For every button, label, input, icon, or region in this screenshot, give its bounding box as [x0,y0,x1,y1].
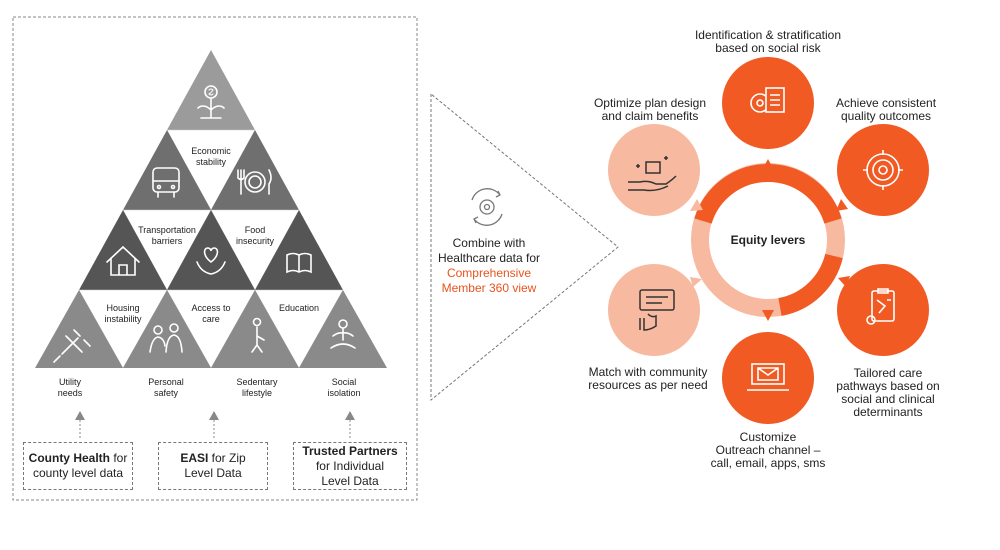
lever-consistent: Achieve consistent quality outcomes [835,96,937,123]
arrow-up-icon [209,411,219,420]
source-county-rest: for county level data [32,451,128,480]
hand-box-icon [628,156,677,192]
ring-pointers [690,159,850,321]
pyramid-tile-plate [211,130,299,210]
arrow-up-icon [345,411,355,420]
combine-text: Combine with Healthcare data for Compreh… [433,236,545,296]
lever-optimize: Optimize plan design and claim benefits [593,96,707,123]
plant-dollar-icon [197,85,225,119]
circle-optimize [608,124,700,216]
source-easi-bold: EASI [180,451,209,465]
bus-icon [152,167,180,198]
wheel-center-label: Equity levers [731,233,806,247]
bottom-label-social: Social isolation [327,377,361,398]
circle-consistent [837,124,929,216]
chat-thumbsup-icon [639,289,675,331]
person-sitting-icon [251,317,265,353]
equity-ring [691,163,845,317]
source-trusted-rest: for Individual Level Data [315,458,385,488]
source-box-county: County Health for county level data [23,442,133,490]
plug-icon [53,329,91,363]
source-box-easi: EASI for Zip Level Data [158,442,268,490]
pyramid-tile-bus [123,130,211,210]
meditation-icon [330,319,356,349]
pyramid-frame [12,16,418,501]
source-box-trusted: Trusted Partners for Individual Level Da… [293,442,407,490]
laptop-mail-icon [747,363,789,391]
combine-highlight1: Comprehensive [446,266,532,280]
plate-cutlery-icon [237,169,272,195]
bottom-label-personal: Personal safety [148,377,184,398]
target-gauge-icon [863,150,903,190]
house-icon [106,245,140,276]
gear-cycle-icon [471,188,503,226]
pyramid-tile-person [211,290,299,368]
bottom-label-sedentary: Sedentary lifestyle [236,377,278,398]
tile-label-access: Access to care [191,303,231,324]
ring-arc-bottom [778,253,843,316]
clipboard-pathway-icon [866,288,895,325]
heart-hands-icon [196,247,226,275]
pyramid-tile-plug [35,290,123,368]
source-county-bold: County Health [28,451,110,465]
tile-label-housing: Housing instability [104,303,142,324]
pyramid-tile-top [167,50,255,130]
lever-outreach: Customize Outreach channel – call, email… [710,430,826,470]
source-arrows [79,418,351,438]
ring-arc-top [694,163,842,224]
tile-label-education: Education [278,303,320,313]
combine-highlight2: Member 360 view [441,281,537,295]
gear-document-icon [750,87,785,113]
source-easi-rest: for Zip Level Data [184,451,246,480]
circle-outreach [722,332,814,424]
tile-label-economic: Economic stability [191,146,231,167]
combine-chevron [430,92,619,402]
combine-line1: Combine with [452,236,526,250]
book-icon [286,252,312,274]
arrow-up-icon [75,411,85,420]
pyramid-tile-book [255,210,343,290]
bottom-label-utility: Utility needs [57,377,83,398]
source-trusted-bold: Trusted Partners [302,443,398,458]
pyramid-tile-house [79,210,167,290]
lever-identification: Identification & stratification based on… [694,28,842,55]
tile-label-food: Food insecurity [235,225,274,246]
people-icon [149,323,183,353]
tile-label-transportation: Transportation barriers [138,225,196,246]
pyramid-tile-people [123,290,211,368]
lever-tailored: Tailored care pathways based on social a… [836,366,940,419]
circle-tailored [837,264,929,356]
lever-match: Match with community resources as per ne… [588,365,708,392]
combine-line2: Healthcare data for [437,251,541,265]
